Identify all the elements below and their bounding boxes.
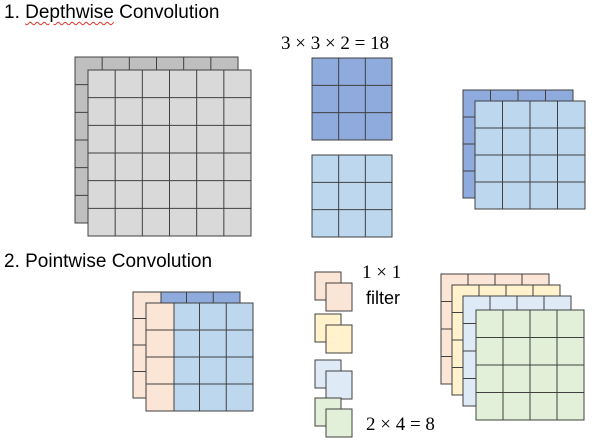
pointwise-parameter-formula: 2 × 4 = 8 <box>366 414 435 435</box>
depthwise-kernel-1 <box>311 57 393 141</box>
filter-size-label: 1 × 1 <box>362 262 402 283</box>
depthwise-rest: Convolution <box>113 2 220 23</box>
filter-word-label: filter <box>366 288 401 308</box>
depthwise-title: 1. Depthwise Convolution <box>4 2 219 24</box>
depthwise-number: 1. <box>4 2 20 23</box>
depthwise-word: Depthwise <box>25 2 114 23</box>
pointwise-filter-blue-front <box>325 370 353 400</box>
depthwise-parameter-formula: 3 × 3 × 2 = 18 <box>281 33 390 54</box>
pointwise-filter-peach-front <box>325 282 353 312</box>
pointwise-filter-yellow-front <box>325 324 353 354</box>
pointwise-filter-green-front <box>325 408 353 438</box>
pointwise-title: 2. Pointwise Convolution <box>4 251 213 272</box>
depthwise-kernel-2 <box>311 154 393 238</box>
